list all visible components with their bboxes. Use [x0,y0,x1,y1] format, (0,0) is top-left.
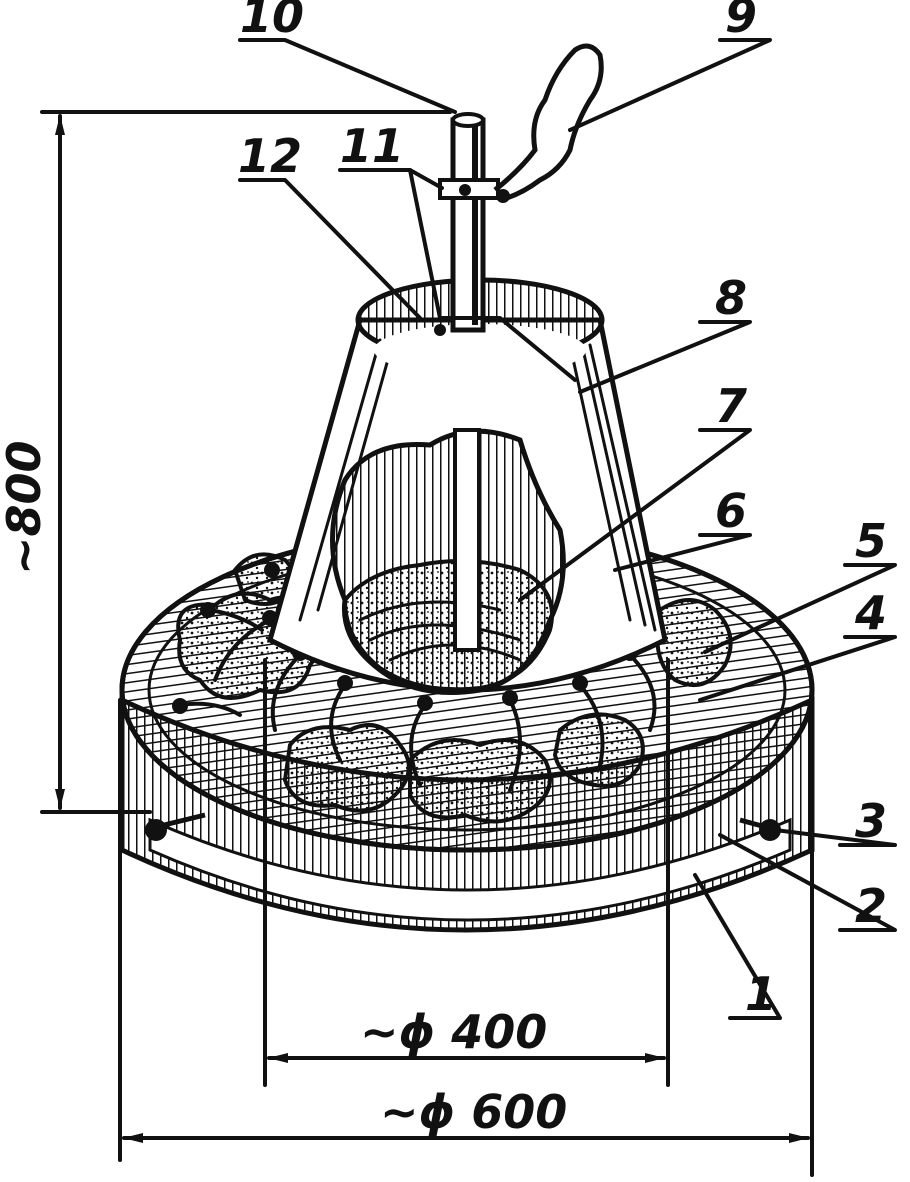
bolt-right [759,819,781,841]
callout-labels: 10 9 11 12 8 7 6 5 4 3 2 1 [238,0,887,1021]
tray-side-band [148,817,792,922]
feed-lump-front [408,738,552,824]
callout-5: 5 [855,514,887,568]
callout-1: 1 [745,967,777,1021]
feed-lump-right-front [552,712,645,788]
callout-11: 11 [340,119,404,173]
bolt-left [145,819,167,841]
dimension-inner-diameter: ~ϕ 400 [360,1005,547,1059]
rod-top [450,117,486,333]
callout-7: 7 [715,379,747,433]
dimension-height: ~800 [0,440,51,575]
callout-9: 9 [725,0,757,43]
dimension-lines [40,110,814,1177]
central-rod [434,112,577,652]
callout-4: 4 [854,586,887,640]
feed-lump-front-left [282,723,411,813]
callout-10: 10 [240,0,304,43]
callout-12: 12 [238,129,302,183]
carry-handle [493,43,604,203]
callout-8: 8 [715,271,747,325]
callout-3: 3 [855,794,887,848]
leader-lines [238,38,897,1020]
callout-6: 6 [715,484,747,538]
collar-pin [459,184,471,196]
callout-2: 2 [855,879,887,933]
side-bolts [145,812,781,841]
feed-lump-right [655,598,733,687]
dimension-outer-diameter: ~ϕ 600 [380,1085,567,1139]
rod-inside-cone [453,428,481,652]
